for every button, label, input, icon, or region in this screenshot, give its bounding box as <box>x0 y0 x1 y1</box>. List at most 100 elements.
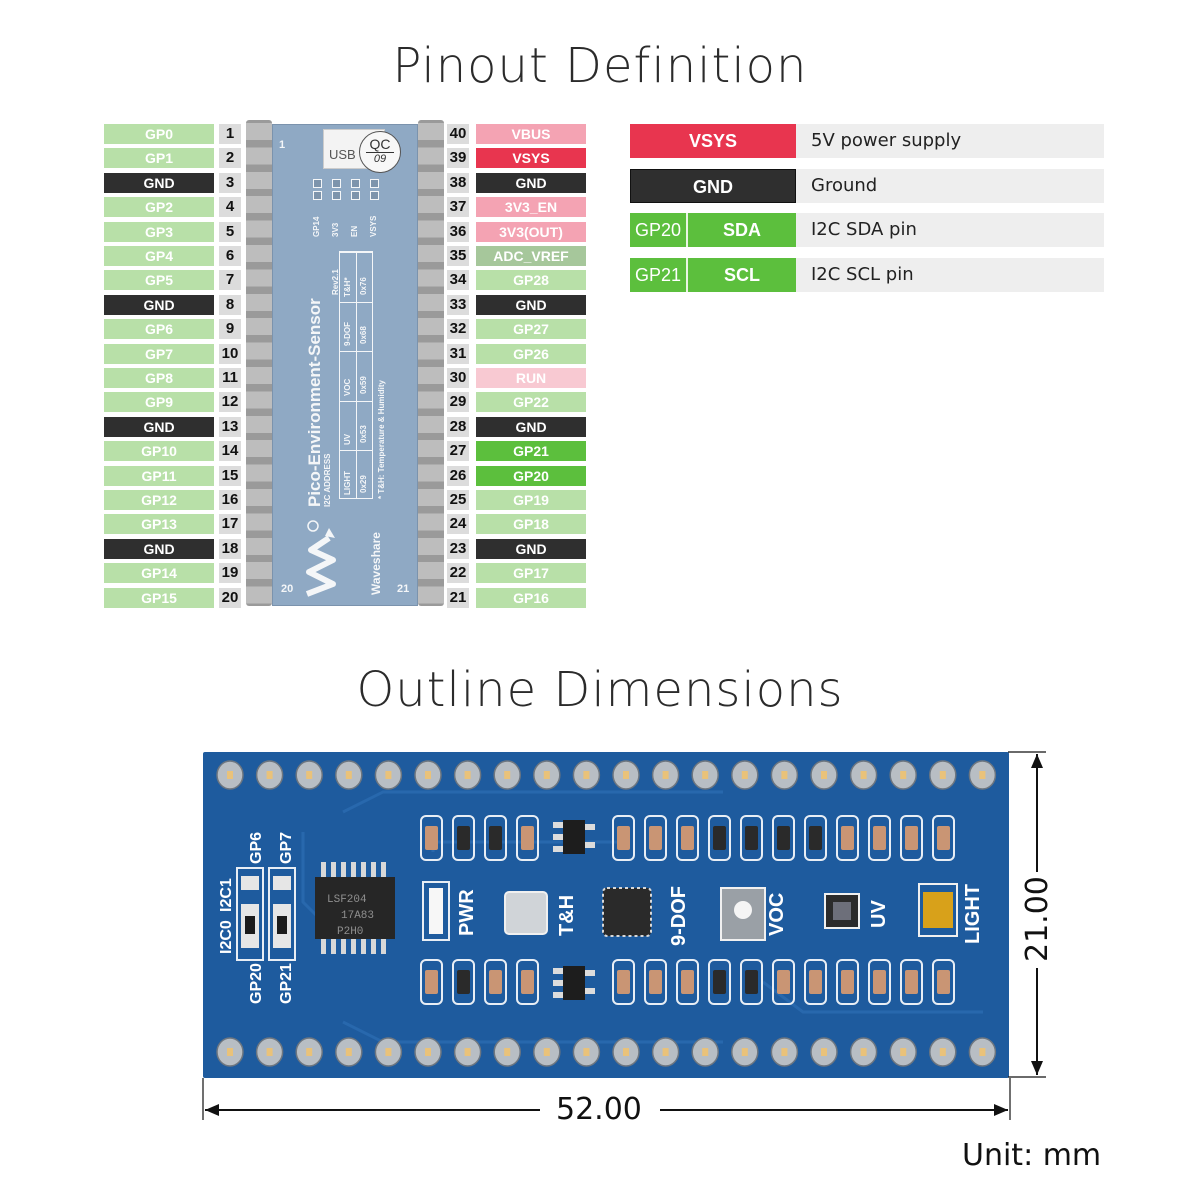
imu-chip <box>602 887 652 937</box>
usb-label: USB <box>329 147 356 162</box>
regulator-lead <box>553 834 563 840</box>
pin-hole <box>860 1048 867 1056</box>
pin-label: VBUS <box>476 124 586 144</box>
pin-label: GP14 <box>104 563 214 584</box>
chip-lead <box>331 862 336 877</box>
width-arrow-right-icon <box>994 1104 1008 1116</box>
pin-number: 2 <box>219 148 241 169</box>
component-pad <box>484 815 507 861</box>
smd-component <box>617 826 630 850</box>
qc-badge: QC 09 <box>359 131 401 173</box>
pin-label: GP11 <box>104 465 214 486</box>
legend-swatch: GP21 <box>630 257 688 292</box>
pin-label: GND <box>104 416 214 437</box>
smd-component <box>681 826 694 850</box>
smd-component <box>489 826 502 850</box>
pin-hole <box>227 771 233 779</box>
legend-key: VSYS <box>630 124 796 158</box>
pin-number: 23 <box>447 538 469 559</box>
jumper-resistor <box>277 916 287 934</box>
component-pad <box>740 959 763 1005</box>
jumper-pad <box>351 191 360 200</box>
height-dimension: 21.00 <box>1020 876 1055 962</box>
pin-number: 13 <box>219 416 241 437</box>
pin-number: 31 <box>447 343 469 364</box>
legend-description: I2C SDA pin <box>811 219 917 240</box>
pin-label: GP7 <box>104 343 214 364</box>
silk-label-light: LIGHT <box>962 884 984 944</box>
pin-hole <box>464 771 471 779</box>
pin-hole <box>385 771 392 779</box>
waveshare-logo-icon <box>305 520 336 597</box>
pin-number: 1 <box>219 124 241 144</box>
smd-component <box>489 970 502 994</box>
pin-number: 36 <box>447 221 469 242</box>
pin-hole <box>266 1048 273 1056</box>
pin-number: 7 <box>219 270 241 291</box>
pin-label: GND <box>104 538 214 559</box>
pin-number: 12 <box>219 392 241 413</box>
pin-hole <box>425 771 431 779</box>
component-pad <box>868 815 891 861</box>
regulator-lead <box>585 988 595 994</box>
smd-component <box>873 826 886 850</box>
pin-number: 16 <box>219 490 241 510</box>
uv-sensor-window <box>833 902 851 920</box>
pin-hole <box>979 1048 986 1056</box>
silk-label-gp21: GP21 <box>278 963 295 1004</box>
pin-number: 24 <box>447 514 469 535</box>
component-pad <box>868 959 891 1005</box>
jumper-pad <box>370 191 379 200</box>
pin-label: GP19 <box>476 490 586 510</box>
pin-number: 32 <box>447 319 469 340</box>
smd-component <box>745 826 758 850</box>
pin-label: GND <box>476 294 586 315</box>
component-pad <box>420 959 443 1005</box>
pin-number: 34 <box>447 270 469 291</box>
pin-number: 4 <box>219 197 241 218</box>
component-pad <box>708 959 731 1005</box>
chip-marking: LSF204 <box>327 894 367 906</box>
smd-component <box>905 970 918 994</box>
jumper-pad <box>332 179 341 188</box>
smd-component <box>425 970 438 994</box>
pin-label: GP16 <box>476 587 586 608</box>
pin-number: 29 <box>447 392 469 413</box>
pin-number: 11 <box>219 368 241 388</box>
chip-lead <box>371 862 376 877</box>
smd-component <box>649 826 662 850</box>
component-pad <box>804 959 827 1005</box>
regulator-chip <box>563 966 585 1000</box>
chip-lead <box>331 939 336 954</box>
smd-component <box>841 826 854 850</box>
smd-component <box>521 970 534 994</box>
pin-hole <box>425 1048 431 1056</box>
height-arrow-top-icon <box>1031 754 1043 768</box>
jumper-pad <box>313 191 322 200</box>
outline-title: Outline Dimensions <box>356 662 844 718</box>
pin1-marker: 1 <box>279 139 286 151</box>
temp-humidity-sensor <box>504 891 548 935</box>
component-pad <box>484 959 507 1005</box>
pin-hole <box>345 771 352 779</box>
pin-label: GP2 <box>104 197 214 218</box>
voc-sensor <box>720 887 766 941</box>
smd-component <box>681 970 694 994</box>
smd-component <box>777 826 790 850</box>
jumper-pad <box>313 179 322 188</box>
pin-hole <box>227 1048 233 1056</box>
